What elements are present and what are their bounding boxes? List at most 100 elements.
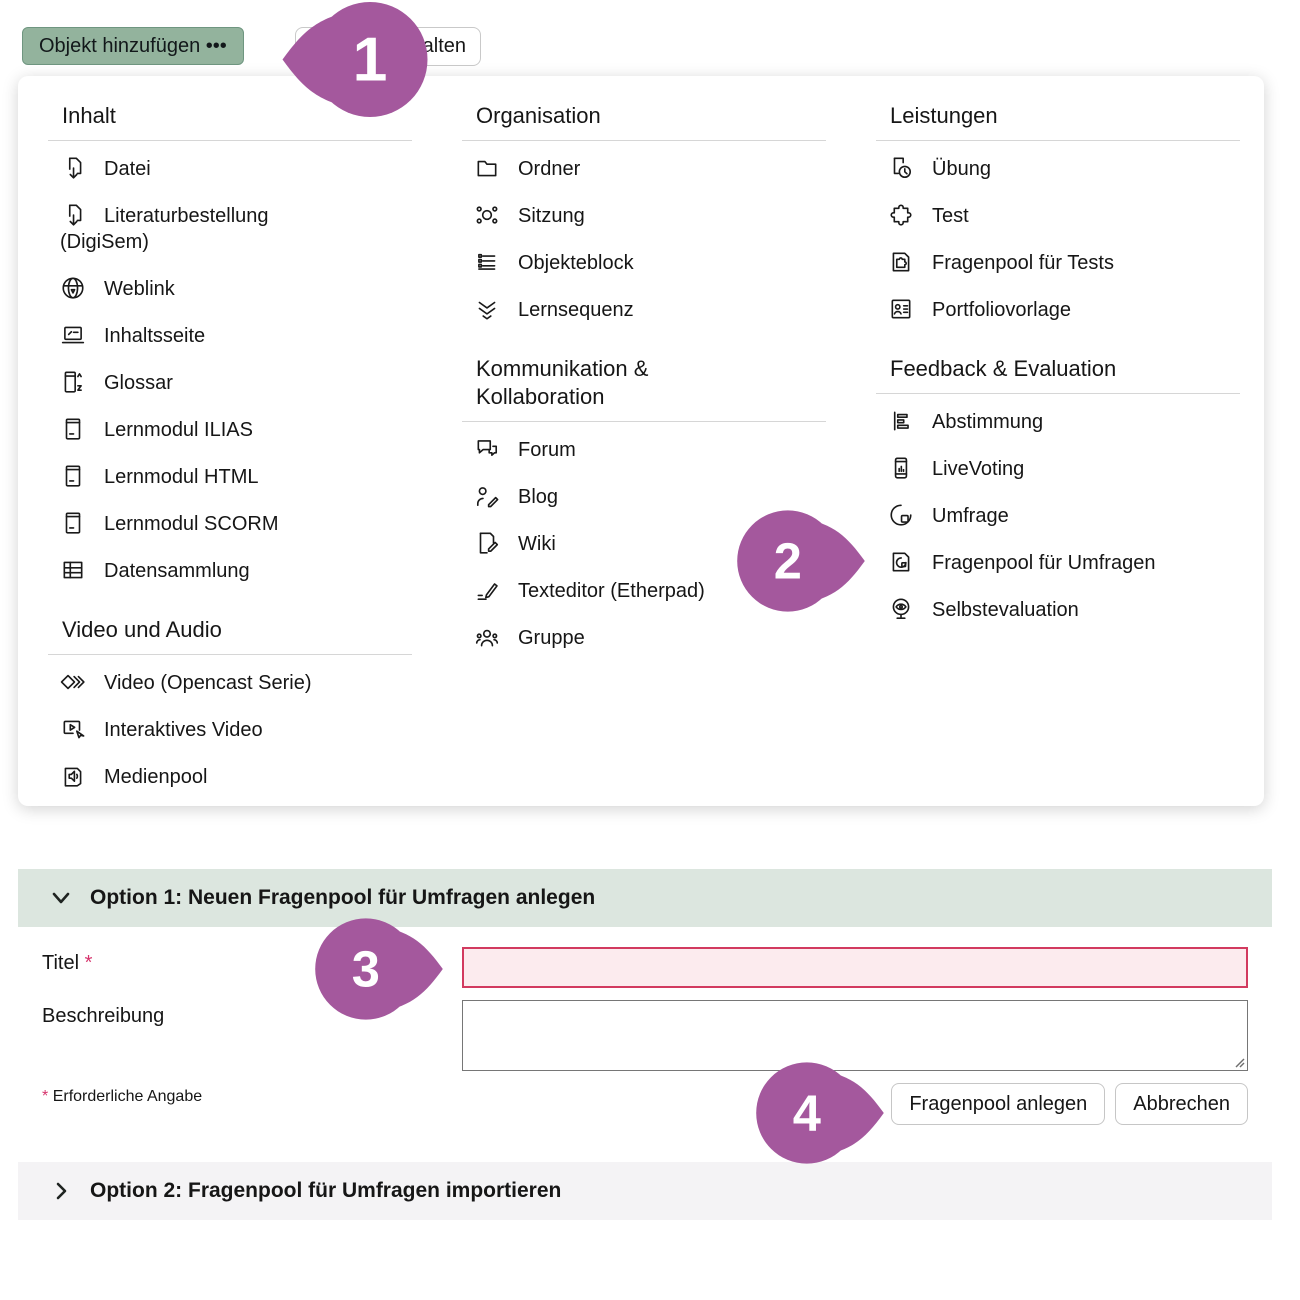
partially-hidden-button-label: alten xyxy=(422,35,466,57)
menu-item[interactable]: Wiki xyxy=(474,520,826,567)
self-evaluation-icon xyxy=(888,596,914,622)
section-header: Feedback & Evaluation xyxy=(890,356,1117,381)
callout-3: 3 xyxy=(313,914,445,1020)
menu-item-label: Video (Opencast Serie) xyxy=(104,672,312,694)
chevron-right-icon xyxy=(50,1180,72,1202)
add-object-button[interactable]: Objekt hinzufügen ••• xyxy=(22,27,244,65)
menu-item[interactable]: Selbstevaluation xyxy=(888,586,1240,633)
menu-item[interactable]: Forum xyxy=(474,426,826,473)
menu-item[interactable]: Weblink xyxy=(60,265,412,312)
section-divider xyxy=(462,140,826,141)
menu-item[interactable]: Ordner xyxy=(474,145,826,192)
menu-item[interactable]: Lernmodul ILIAS xyxy=(60,406,412,453)
menu-item[interactable]: Fragenpool für Tests xyxy=(888,239,1240,286)
menu-item[interactable]: Video (Opencast Serie) xyxy=(60,659,412,706)
title-input[interactable] xyxy=(462,947,1248,988)
menu-item[interactable]: Umfrage xyxy=(888,492,1240,539)
forum-icon xyxy=(474,436,500,462)
menu-item[interactable]: Fragenpool für Umfragen xyxy=(888,539,1240,586)
cancel-button[interactable]: Abbrechen xyxy=(1115,1083,1248,1125)
required-field-note: * Erforderliche Angabe xyxy=(42,1088,203,1105)
required-asterisk: * xyxy=(42,1088,49,1105)
menu-item[interactable]: Lernmodul SCORM xyxy=(60,500,412,547)
option1-title: Option 1: Neuen Fragenpool für Umfragen … xyxy=(90,886,596,909)
menu-item-label: Forum xyxy=(518,439,576,461)
opencast-video-icon xyxy=(60,669,86,695)
menu-item[interactable]: Texteditor (Etherpad) xyxy=(474,567,826,614)
menu-item-label: Weblink xyxy=(104,278,175,300)
chevron-down-icon xyxy=(50,887,72,909)
folder-icon xyxy=(474,155,500,181)
menu-item-label: Fragenpool für Tests xyxy=(932,252,1114,274)
option1-accordion-header[interactable]: Option 1: Neuen Fragenpool für Umfragen … xyxy=(18,869,1272,927)
exercise-icon xyxy=(888,155,914,181)
menu-item-label: Inhaltsseite xyxy=(104,325,206,347)
menu-item[interactable]: Gruppe xyxy=(474,614,826,661)
menu-item[interactable]: Sitzung xyxy=(474,192,826,239)
menu-item-label: Datei xyxy=(104,158,151,180)
menu-item[interactable]: Glossar xyxy=(60,359,412,406)
menu-item-label: Gruppe xyxy=(518,627,585,649)
menu-item[interactable]: Abstimmung xyxy=(888,398,1240,445)
menu-item-label: Fragenpool für Umfragen xyxy=(932,552,1156,574)
menu-item[interactable]: Interaktives Video xyxy=(60,706,412,753)
menu-item-label: Ordner xyxy=(518,158,581,180)
menu-item-label: Blog xyxy=(518,486,559,508)
menu-item-label: Test xyxy=(932,205,969,227)
menu-item-label: Objekteblock xyxy=(518,252,634,274)
menu-item[interactable]: Datensammlung xyxy=(60,547,412,594)
menu-item-label: Lernsequenz xyxy=(518,299,634,321)
menu-item-label: Medienpool xyxy=(104,766,208,788)
section-divider xyxy=(876,393,1240,394)
survey-icon xyxy=(888,502,914,528)
menu-item-label: Texteditor (Etherpad) xyxy=(518,580,705,602)
partially-hidden-button[interactable]: alten xyxy=(295,27,481,66)
learning-module-icon xyxy=(60,416,86,442)
menu-item[interactable]: Test xyxy=(888,192,1240,239)
svg-text:4: 4 xyxy=(793,1085,821,1142)
menu-item-label: Datensammlung xyxy=(104,560,250,582)
menu-item-label: Lernmodul ILIAS xyxy=(104,419,253,441)
menu-item[interactable]: Blog xyxy=(474,473,826,520)
learning-sequence-icon xyxy=(474,296,500,322)
create-question-pool-button[interactable]: Fragenpool anlegen xyxy=(891,1083,1106,1125)
section-divider xyxy=(462,421,826,422)
section-header: Inhalt xyxy=(62,103,116,128)
menu-item[interactable]: Literaturbestellung (DigiSem) xyxy=(60,192,412,265)
learning-module-icon xyxy=(60,510,86,536)
portfolio-template-icon xyxy=(888,296,914,322)
file-download-icon xyxy=(60,155,86,181)
wiki-icon xyxy=(474,530,500,556)
menu-item[interactable]: Objekteblock xyxy=(474,239,826,286)
menu-item[interactable]: Übung xyxy=(888,145,1240,192)
menu-item-label: Selbstevaluation xyxy=(932,599,1079,621)
blog-icon xyxy=(474,483,500,509)
option2-accordion-header[interactable]: Option 2: Fragenpool für Umfragen import… xyxy=(18,1162,1272,1220)
section-header: Video und Audio xyxy=(62,617,222,642)
menu-item-label: Sitzung xyxy=(518,205,585,227)
menu-item-label: Lernmodul SCORM xyxy=(104,513,279,535)
description-label: Beschreibung xyxy=(42,1005,165,1027)
menu-item[interactable]: LiveVoting xyxy=(888,445,1240,492)
question-pool-survey-icon xyxy=(888,549,914,575)
menu-item[interactable]: Datei xyxy=(60,145,412,192)
menu-item[interactable]: Lernmodul HTML xyxy=(60,453,412,500)
menu-item-label: Lernmodul HTML xyxy=(104,466,259,488)
section-header: Organisation xyxy=(476,103,601,128)
menu-item[interactable]: Inhaltsseite xyxy=(60,312,412,359)
menu-item[interactable]: Lernsequenz xyxy=(474,286,826,333)
globe-icon xyxy=(60,275,86,301)
description-textarea[interactable] xyxy=(462,1000,1248,1071)
menu-item-label: Abstimmung xyxy=(932,411,1044,433)
title-label: Titel * xyxy=(42,952,93,974)
menu-item-label: Glossar xyxy=(104,372,173,394)
section-divider xyxy=(876,140,1240,141)
option2-title: Option 2: Fragenpool für Umfragen import… xyxy=(90,1179,562,1202)
menu-item[interactable]: Medienpool xyxy=(60,753,412,800)
menu-item[interactable]: Portfoliovorlage xyxy=(888,286,1240,333)
